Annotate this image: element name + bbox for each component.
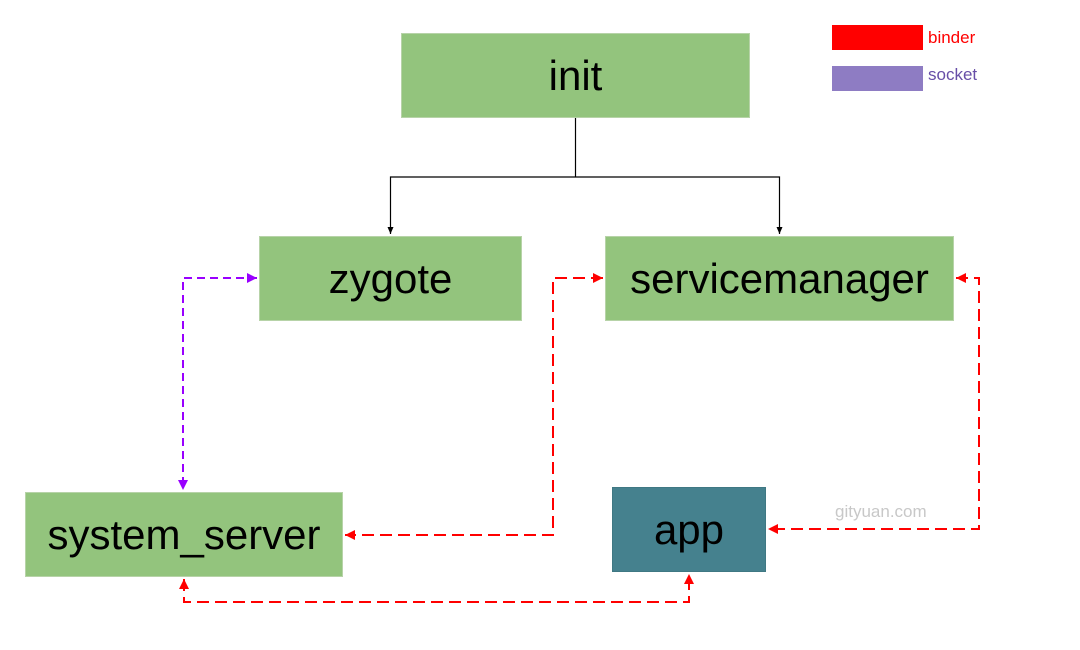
node-servicemanager-label: servicemanager [630,254,929,302]
legend-socket-swatch [832,66,923,91]
legend-binder-label: binder [928,28,976,47]
node-system-server-label: system_server [47,510,321,558]
edge-servicemanager-system-server-binder [345,273,603,540]
edge-system-server-app-binder [179,574,694,603]
edge-init-to-zygote [387,176,576,234]
node-zygote-label: zygote [328,254,453,302]
edge-init-to-servicemanager [575,176,783,234]
legend-binder-swatch [832,25,923,50]
legend-socket-label: socket [928,65,978,84]
node-init-label: init [548,51,603,99]
edge-zygote-system-server-socket [178,273,257,490]
edge-servicemanager-app-binder [768,273,980,534]
node-app-label: app [653,505,725,553]
node-app: app [612,487,766,572]
node-zygote: zygote [259,236,522,321]
node-servicemanager: servicemanager [605,236,954,321]
node-init: init [401,33,750,118]
watermark-text: gityuan.com [835,502,927,521]
node-system-server: system_server [25,492,343,577]
